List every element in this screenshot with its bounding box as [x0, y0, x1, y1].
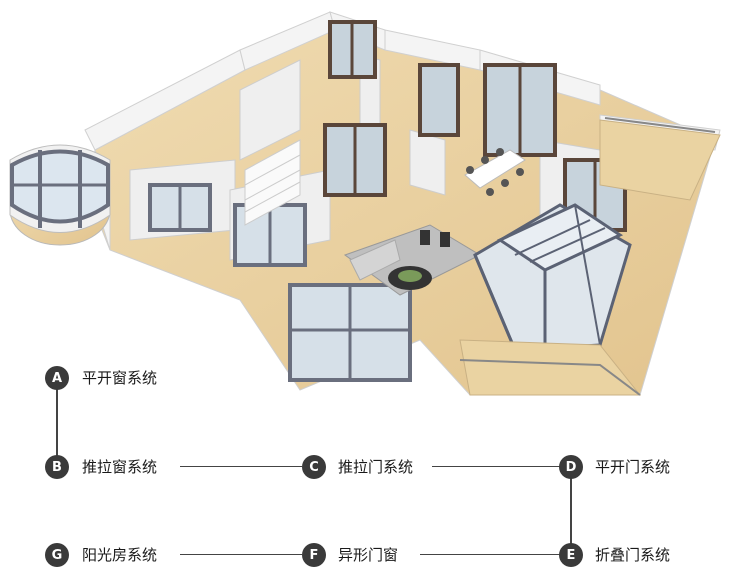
connector-b-c: [180, 466, 302, 467]
connector-g-f: [180, 554, 302, 555]
house-floorplan-illustration: [9, 11, 721, 396]
node-g: G: [45, 543, 69, 567]
label-sunroom-system: 阳光房系统: [82, 546, 158, 564]
node-a: A: [45, 366, 69, 390]
sunroom: [473, 203, 632, 352]
label-sliding-window-system: 推拉窗系统: [82, 458, 158, 476]
node-f: F: [302, 543, 326, 567]
connector-d-e: [570, 466, 572, 555]
label-casement-door-system: 平开门系统: [595, 458, 671, 476]
window-mullions: [178, 185, 410, 380]
node-c: C: [302, 455, 326, 479]
deck: [459, 117, 721, 396]
connector-a-b: [56, 377, 58, 467]
dining-table: [464, 148, 526, 196]
node-d: D: [559, 455, 583, 479]
label-casement-window-system: 平开窗系统: [82, 369, 158, 387]
node-b: B: [45, 455, 69, 479]
node-e: E: [559, 543, 583, 567]
living-room: [343, 224, 482, 296]
round-bay-window: [9, 144, 111, 246]
connector-c-d: [432, 466, 560, 467]
label-folding-door-system: 折叠门系统: [595, 546, 671, 564]
label-special-shaped-doors-windows: 异形门窗: [338, 546, 399, 564]
bookshelf: [244, 139, 301, 226]
label-sliding-door-system: 推拉门系统: [338, 458, 414, 476]
connector-f-e: [420, 554, 560, 555]
